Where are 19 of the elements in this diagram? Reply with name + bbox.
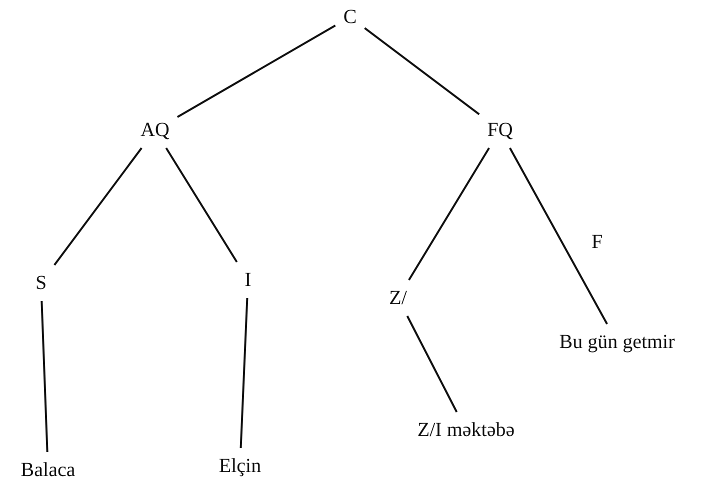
tree-node-label: Bu gün getmir bbox=[557, 330, 677, 354]
tree-branch-line bbox=[509, 148, 608, 324]
tree-node-label: Z/I məktəbə bbox=[415, 418, 517, 442]
tree-node-label: FQ bbox=[485, 118, 515, 142]
tree-node-label: C bbox=[341, 5, 359, 29]
tree-branch-line bbox=[408, 147, 490, 281]
tree-branch-line bbox=[40, 300, 48, 452]
tree-branch-line bbox=[176, 24, 336, 118]
tree-node-label: Balaca bbox=[18, 458, 78, 482]
tree-node-label: Elçin bbox=[216, 454, 264, 478]
tree-node-label: Z/ bbox=[387, 286, 409, 310]
tree-branch-line bbox=[165, 147, 238, 263]
tree-branch-line bbox=[406, 316, 458, 412]
tree-node-label: I bbox=[242, 268, 254, 292]
tree-node-label: AQ bbox=[138, 118, 172, 142]
tree-branch-line bbox=[240, 298, 248, 448]
tree-branch-line bbox=[54, 147, 142, 266]
tree-branch-line bbox=[364, 27, 480, 116]
tree-node-label: S bbox=[33, 271, 49, 295]
